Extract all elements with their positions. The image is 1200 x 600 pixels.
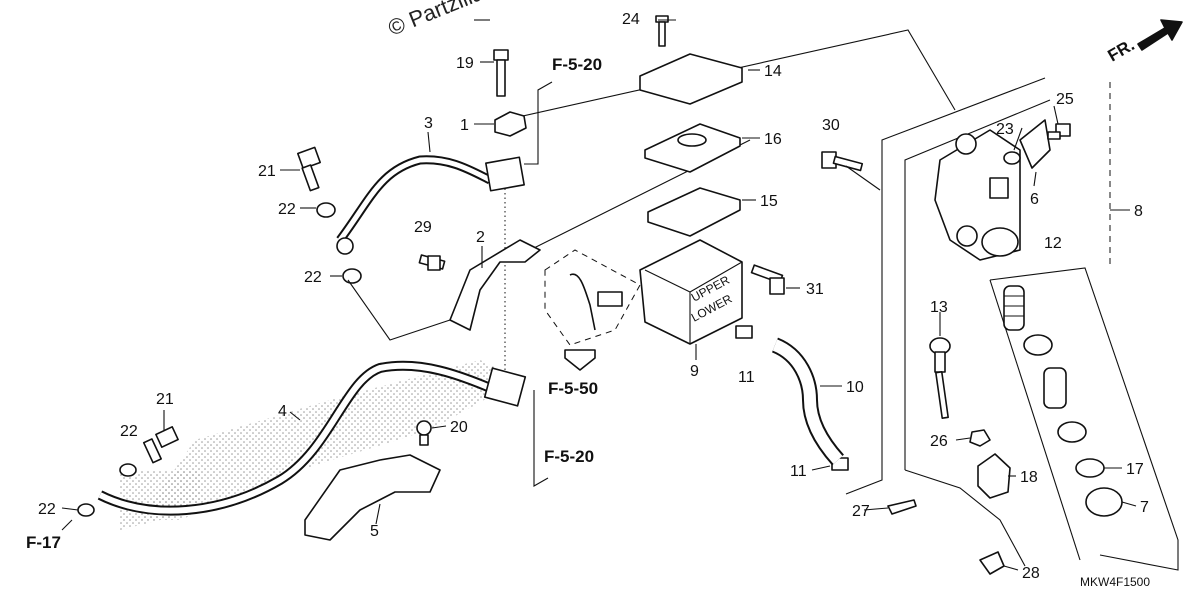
callout-5: 5	[370, 523, 379, 540]
part-21-bolt-upper	[297, 146, 321, 192]
callout-21-upper: 21	[258, 163, 276, 180]
watermark: © Partzilla	[385, 0, 488, 41]
callout-13: 13	[930, 299, 948, 316]
part-piston	[1043, 367, 1067, 409]
callout-18: 18	[1020, 469, 1038, 486]
ref-f-5-20-mid: F-5-20	[544, 447, 594, 466]
callout-28: 28	[1022, 565, 1040, 582]
part-19-bolt	[493, 49, 509, 97]
callout-7: 7	[1140, 499, 1149, 516]
part-secondary-cup	[1057, 421, 1087, 443]
part-26-nut	[969, 429, 991, 447]
callout-1: 1	[460, 117, 469, 134]
part-16-plate-hole	[677, 133, 707, 147]
part-4-lower-hose	[97, 360, 527, 516]
ref-f-17: F-17	[26, 533, 61, 552]
callout-14: 14	[764, 63, 782, 80]
callout-22-d: 22	[38, 501, 56, 518]
callout-30: 30	[822, 117, 840, 134]
part-14-reservoir-cap	[639, 53, 743, 105]
part-13-push-rod	[929, 337, 951, 419]
callout-9: 9	[690, 363, 699, 380]
leader-lines	[61, 19, 1137, 571]
callout-20: 20	[450, 419, 468, 436]
part-6-joint	[1019, 119, 1051, 169]
callout-31: 31	[806, 281, 824, 298]
part-piston-cup	[1023, 334, 1053, 356]
callout-11-lower: 11	[790, 463, 807, 480]
part-25-screw	[1047, 123, 1071, 140]
part-spring	[1003, 285, 1025, 331]
part-1-clamp	[494, 111, 527, 137]
front-direction-label: FR.	[1105, 35, 1138, 65]
part-18-joint	[977, 453, 1011, 499]
part-27-cotter-pin	[887, 499, 917, 515]
part-30-bolt	[821, 151, 864, 172]
part-9-reservoir: UPPER LOWER	[639, 239, 743, 345]
callout-25: 25	[1056, 91, 1074, 108]
part-17-circlip	[1075, 458, 1105, 478]
callout-22-a: 22	[278, 201, 296, 218]
f-5-50-detail-box	[544, 249, 641, 371]
part-5-bracket	[304, 454, 441, 541]
callout-11-upper: 11	[738, 369, 755, 386]
callout-21-lower: 21	[156, 391, 174, 408]
part-23-o-ring	[1003, 151, 1021, 165]
part-21-bolt-lower	[142, 426, 179, 464]
part-31-bolt	[750, 264, 785, 295]
ref-f-5-50: F-5-50	[548, 379, 598, 398]
callout-27: 27	[852, 503, 870, 520]
callout-15: 15	[760, 193, 778, 210]
ref-f-5-20-top: F-5-20	[552, 55, 602, 74]
callout-29: 29	[414, 219, 432, 236]
part-22-washer-c	[119, 463, 137, 477]
callout-23: 23	[996, 121, 1014, 138]
callout-6: 6	[1030, 191, 1039, 208]
diagram-code: MKW4F1500	[1080, 575, 1150, 589]
part-16-plate	[644, 123, 741, 173]
front-direction-arrow: FR.	[1105, 19, 1183, 65]
assembly-frame-lines	[504, 29, 1179, 571]
part-29-bolt	[418, 254, 446, 271]
callout-10: 10	[846, 379, 864, 396]
hose-shadow-region-2	[120, 470, 200, 530]
callout-19: 19	[456, 55, 474, 72]
callout-22-c: 22	[120, 423, 138, 440]
callout-4: 4	[278, 403, 287, 420]
callout-26: 26	[930, 433, 948, 450]
part-22-washer-a	[316, 202, 336, 218]
callout-12: 12	[1044, 235, 1062, 252]
reference-arrows	[61, 81, 553, 531]
part-10-reservoir-tube	[772, 339, 843, 465]
part-28-clip	[979, 551, 1005, 575]
callout-2: 2	[476, 229, 485, 246]
part-3-upper-hose	[336, 155, 525, 255]
part-15-diaphragm	[647, 187, 741, 237]
callout-3: 3	[424, 115, 433, 132]
callout-22-b: 22	[304, 269, 322, 286]
part-20-screw	[416, 420, 432, 446]
part-2-bracket	[449, 239, 541, 331]
callout-8: 8	[1134, 203, 1143, 220]
callout-17: 17	[1126, 461, 1144, 478]
callout-16: 16	[764, 131, 782, 148]
hose-shadow-region	[140, 360, 520, 520]
part-11-clamp-upper	[735, 325, 753, 339]
callout-24: 24	[622, 11, 640, 28]
part-22-washer-b	[342, 268, 362, 284]
part-12-master-cylinder	[934, 129, 1021, 261]
part-24-screw	[655, 15, 669, 47]
part-22-washer-d	[77, 503, 95, 517]
part-7-boot	[1085, 487, 1123, 517]
